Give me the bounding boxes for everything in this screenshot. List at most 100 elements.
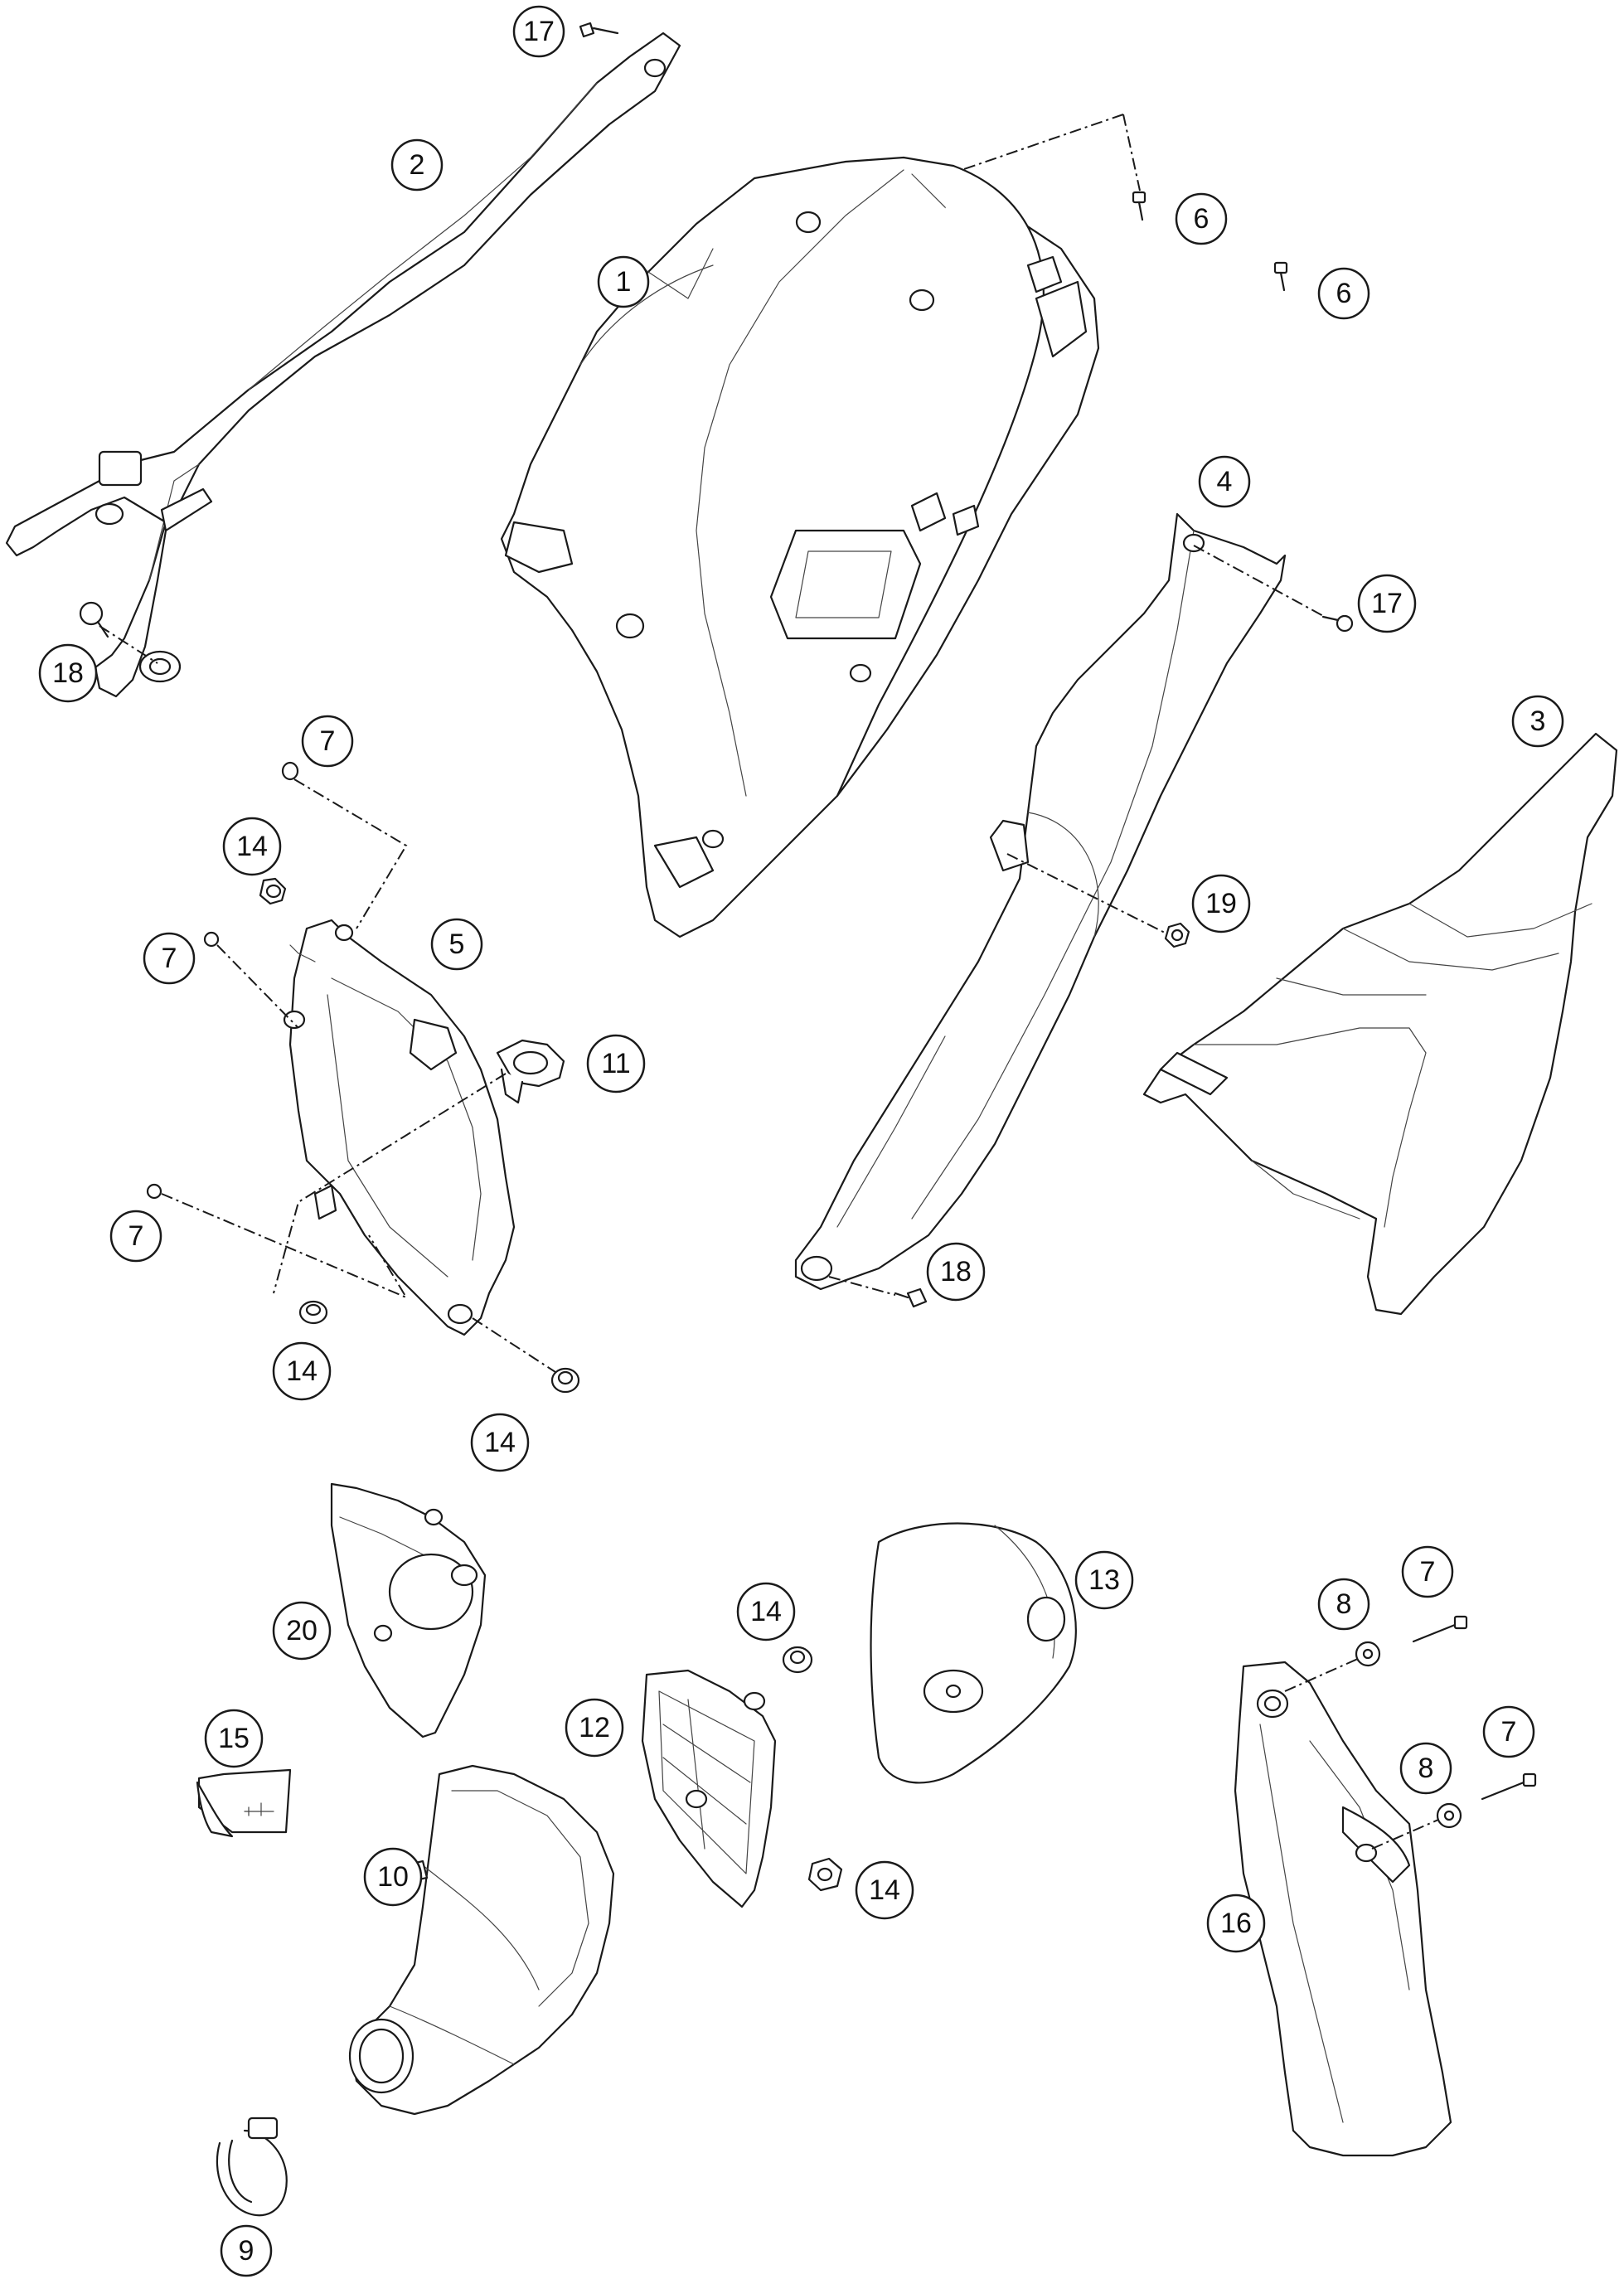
svg-text:10: 10 xyxy=(377,1861,409,1893)
leader-19 xyxy=(1006,853,1166,933)
leader-11 xyxy=(273,1073,507,1294)
fastener-grommet-14b[interactable] xyxy=(298,1300,328,1325)
svg-text:17: 17 xyxy=(1371,588,1403,619)
callout-14a: 14 xyxy=(222,817,282,876)
part-1-airbox-shell[interactable] xyxy=(500,156,1100,938)
svg-text:13: 13 xyxy=(1088,1564,1120,1596)
callout-17b: 17 xyxy=(1357,574,1417,633)
callout-14e: 14 xyxy=(855,1860,914,1920)
callout-7c: 7 xyxy=(109,1210,162,1263)
leader-lines xyxy=(99,114,1439,1850)
fastener-screw-7e[interactable] xyxy=(1481,1772,1537,1801)
svg-text:7: 7 xyxy=(1501,1716,1517,1748)
fastener-nut-14e[interactable] xyxy=(807,1857,843,1892)
svg-text:12: 12 xyxy=(579,1712,610,1743)
callout-13: 13 xyxy=(1074,1550,1134,1610)
fastener-screw-17b[interactable] xyxy=(1321,614,1354,633)
part-3-right-outer-cover[interactable] xyxy=(1142,732,1618,1316)
svg-text:2: 2 xyxy=(410,149,425,181)
part-12-filter-support[interactable] xyxy=(641,1669,777,1908)
callout-7b: 7 xyxy=(143,932,196,985)
svg-text:7: 7 xyxy=(128,1220,144,1252)
fastener-screw-7a[interactable] xyxy=(281,761,299,781)
fastener-screw-6b[interactable] xyxy=(1273,261,1288,292)
leader-6 xyxy=(961,114,1141,192)
svg-text:6: 6 xyxy=(1194,203,1210,235)
svg-text:7: 7 xyxy=(162,943,177,974)
callout-17a: 17 xyxy=(512,5,565,58)
callout-18a: 18 xyxy=(38,643,98,703)
part-4-right-inner-cover[interactable] xyxy=(794,512,1287,1291)
fastener-washer-8b[interactable] xyxy=(1436,1802,1462,1829)
part-9-hose-clamp[interactable] xyxy=(216,2117,288,2217)
svg-text:16: 16 xyxy=(1220,1908,1252,1939)
leader-18b xyxy=(828,1276,896,1296)
svg-text:4: 4 xyxy=(1217,466,1233,497)
fastener-screw-7d[interactable] xyxy=(1412,1615,1468,1643)
callout-4: 4 xyxy=(1198,455,1251,508)
fastener-bolt-18a[interactable] xyxy=(79,601,109,638)
callout-9: 9 xyxy=(220,2224,273,2277)
callout-8b: 8 xyxy=(1399,1742,1452,1795)
svg-text:17: 17 xyxy=(523,16,555,47)
callout-6a: 6 xyxy=(1175,192,1228,245)
leader-14c xyxy=(472,1317,556,1373)
svg-text:11: 11 xyxy=(601,1048,630,1079)
callout-20: 20 xyxy=(272,1601,332,1661)
part-20-filter-cover[interactable] xyxy=(330,1482,487,1738)
leader-18a xyxy=(99,625,158,664)
callout-12: 12 xyxy=(565,1698,624,1758)
leader-17b xyxy=(1193,545,1327,618)
callout-2: 2 xyxy=(390,138,444,192)
svg-text:15: 15 xyxy=(218,1723,250,1754)
part-16-lower-cover[interactable] xyxy=(1234,1661,1452,2157)
callout-7d: 7 xyxy=(1401,1545,1454,1598)
callout-7a: 7 xyxy=(301,715,354,768)
part-15-sticker[interactable] xyxy=(196,1768,292,1838)
svg-text:8: 8 xyxy=(1418,1753,1434,1784)
svg-text:7: 7 xyxy=(1420,1556,1436,1588)
svg-text:8: 8 xyxy=(1336,1588,1352,1620)
callout-14c: 14 xyxy=(470,1413,530,1472)
fastener-bolt-18b[interactable] xyxy=(894,1287,928,1308)
fastener-nut-19[interactable] xyxy=(1164,922,1190,948)
svg-text:14: 14 xyxy=(869,1874,900,1906)
svg-text:19: 19 xyxy=(1205,888,1237,919)
svg-text:14: 14 xyxy=(286,1355,318,1387)
svg-text:1: 1 xyxy=(616,266,632,298)
fastener-screw-7c[interactable] xyxy=(146,1183,162,1200)
callout-1: 1 xyxy=(597,255,650,308)
svg-text:18: 18 xyxy=(52,657,84,689)
fastener-screw-17a[interactable] xyxy=(579,22,619,38)
svg-text:14: 14 xyxy=(236,831,268,862)
svg-text:5: 5 xyxy=(449,929,465,960)
leader-7b xyxy=(216,944,299,1029)
callout-7e: 7 xyxy=(1482,1705,1535,1758)
leader-8a xyxy=(1284,1657,1360,1692)
svg-text:18: 18 xyxy=(940,1256,972,1287)
fastener-screw-6a[interactable] xyxy=(1132,191,1146,221)
callout-14d: 14 xyxy=(736,1582,796,1641)
callouts: 17 2 1 6 6 18 4 17 3 7 14 5 7 11 19 7 18… xyxy=(38,5,1564,2277)
part-2-left-frame-cover[interactable] xyxy=(5,32,681,698)
fastener-grommet-14d[interactable] xyxy=(782,1646,813,1674)
callout-5: 5 xyxy=(430,918,483,971)
svg-text:6: 6 xyxy=(1336,278,1352,309)
fastener-grommet-14a[interactable] xyxy=(259,877,287,905)
part-10-intake-boot[interactable] xyxy=(348,1764,615,2116)
callout-6b: 6 xyxy=(1317,267,1370,320)
callout-16: 16 xyxy=(1206,1894,1266,1953)
callout-8a: 8 xyxy=(1317,1578,1370,1631)
part-5-intake-frame[interactable] xyxy=(283,919,516,1336)
svg-text:14: 14 xyxy=(484,1427,516,1458)
svg-text:14: 14 xyxy=(750,1596,782,1627)
callout-10: 10 xyxy=(363,1847,423,1907)
fastener-grommet-14c[interactable] xyxy=(550,1367,580,1394)
part-13-air-filter[interactable] xyxy=(870,1522,1077,1784)
part-11-intake-snorkel[interactable] xyxy=(496,1039,565,1104)
fastener-screw-7b[interactable] xyxy=(203,931,220,948)
svg-text:9: 9 xyxy=(239,2235,255,2267)
callout-15: 15 xyxy=(204,1709,264,1768)
fastener-washer-8a[interactable] xyxy=(1355,1641,1381,1667)
